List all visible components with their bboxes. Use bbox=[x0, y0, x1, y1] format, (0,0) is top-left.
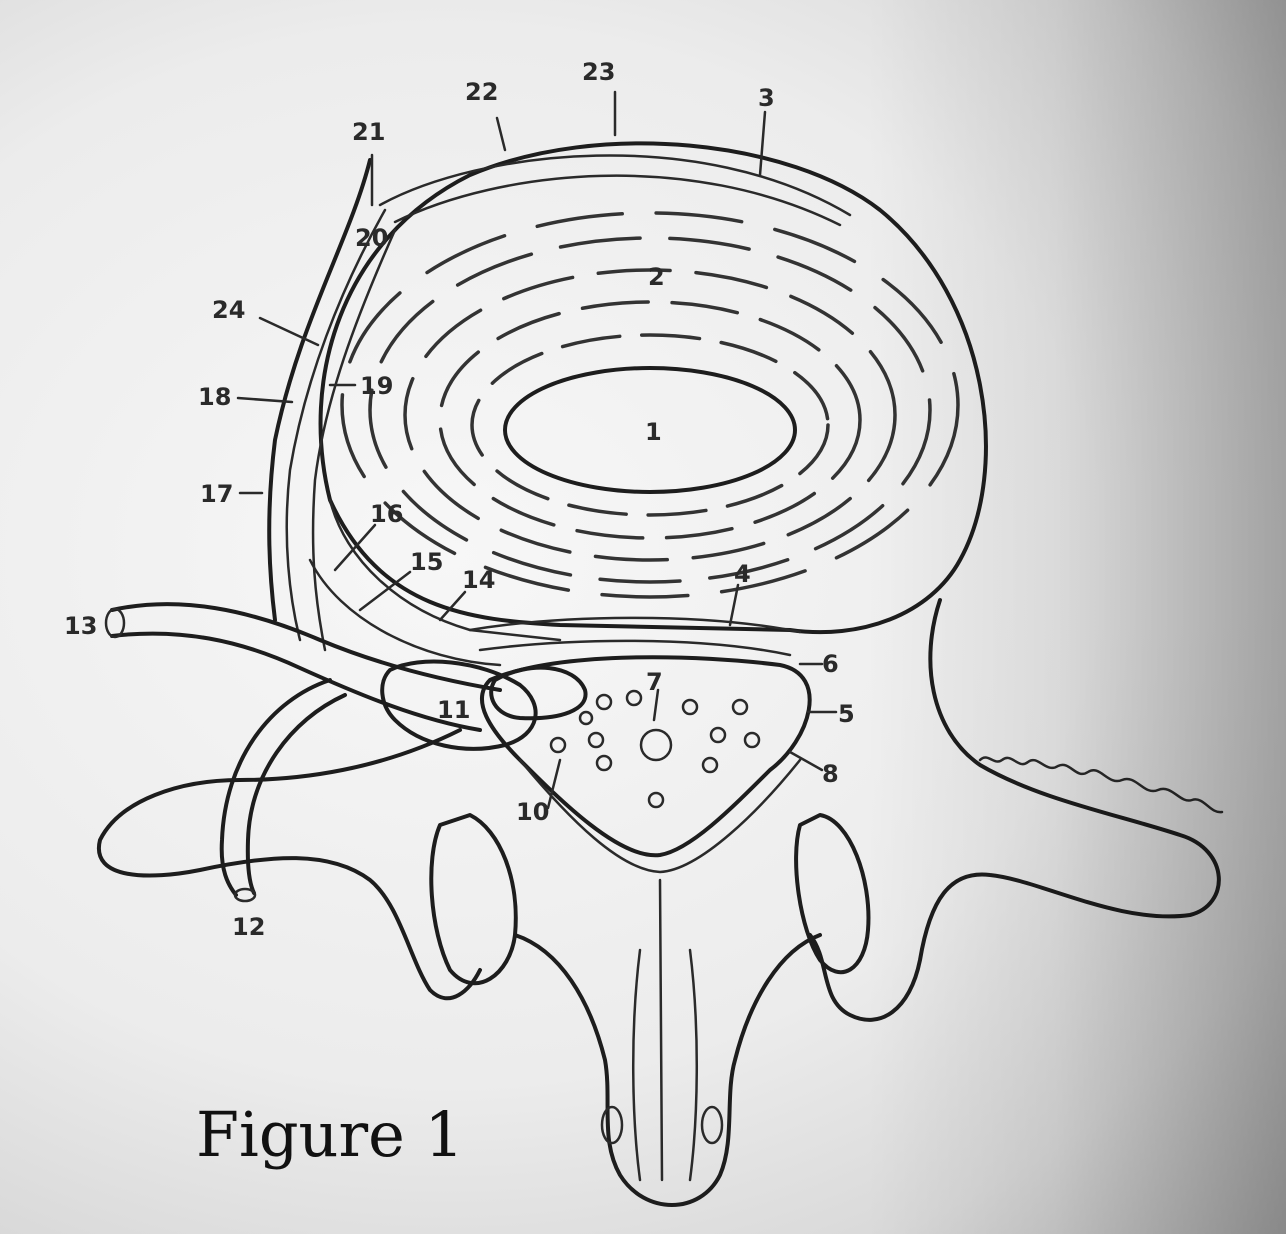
label-18: 18 bbox=[198, 383, 231, 411]
dura-left-3 bbox=[313, 230, 395, 650]
spinous-process bbox=[515, 935, 820, 1205]
label-20: 20 bbox=[355, 224, 388, 252]
spinous-tip-left bbox=[602, 1107, 622, 1143]
spinous-midline-2 bbox=[633, 950, 640, 1180]
label-17: 17 bbox=[200, 480, 233, 508]
label-4: 4 bbox=[734, 560, 751, 588]
spinous-tip-right bbox=[702, 1107, 722, 1143]
leader-lines bbox=[238, 92, 836, 808]
label-3: 3 bbox=[758, 84, 775, 112]
label-21: 21 bbox=[352, 118, 385, 146]
spinous-midline-1 bbox=[660, 880, 662, 1180]
figure-caption: Figure 1 bbox=[196, 1098, 464, 1171]
label-11: 11 bbox=[437, 696, 470, 724]
label-6: 6 bbox=[822, 650, 839, 678]
label-14: 14 bbox=[462, 566, 495, 594]
label-24: 24 bbox=[212, 296, 245, 324]
right-facet bbox=[796, 815, 868, 972]
label-15: 15 bbox=[410, 548, 443, 576]
label-1: 1 bbox=[645, 418, 662, 446]
posterior-band-2 bbox=[480, 641, 790, 655]
label-22: 22 bbox=[465, 78, 498, 106]
left-facet bbox=[431, 815, 515, 983]
label-2: 2 bbox=[648, 263, 665, 291]
label-23: 23 bbox=[582, 58, 615, 86]
left-process-outline bbox=[99, 730, 480, 998]
right-process-outline bbox=[810, 600, 1219, 1020]
label-10: 10 bbox=[516, 798, 549, 826]
spinal-nerve-lower bbox=[112, 634, 480, 730]
spinous-midline-3 bbox=[690, 950, 697, 1180]
label-8: 8 bbox=[822, 760, 839, 788]
spinal-nerve-end bbox=[106, 609, 124, 637]
ligament-top-2 bbox=[395, 176, 840, 225]
label-5: 5 bbox=[838, 700, 855, 728]
label-19: 19 bbox=[360, 372, 393, 400]
ganglion-inner bbox=[491, 668, 585, 719]
diagram-labels: 1 2 3 4 5 6 7 8 10 11 12 13 14 15 16 17 … bbox=[64, 58, 855, 941]
label-16: 16 bbox=[370, 500, 403, 528]
label-13: 13 bbox=[64, 612, 97, 640]
label-7: 7 bbox=[646, 668, 663, 696]
label-12: 12 bbox=[232, 913, 265, 941]
